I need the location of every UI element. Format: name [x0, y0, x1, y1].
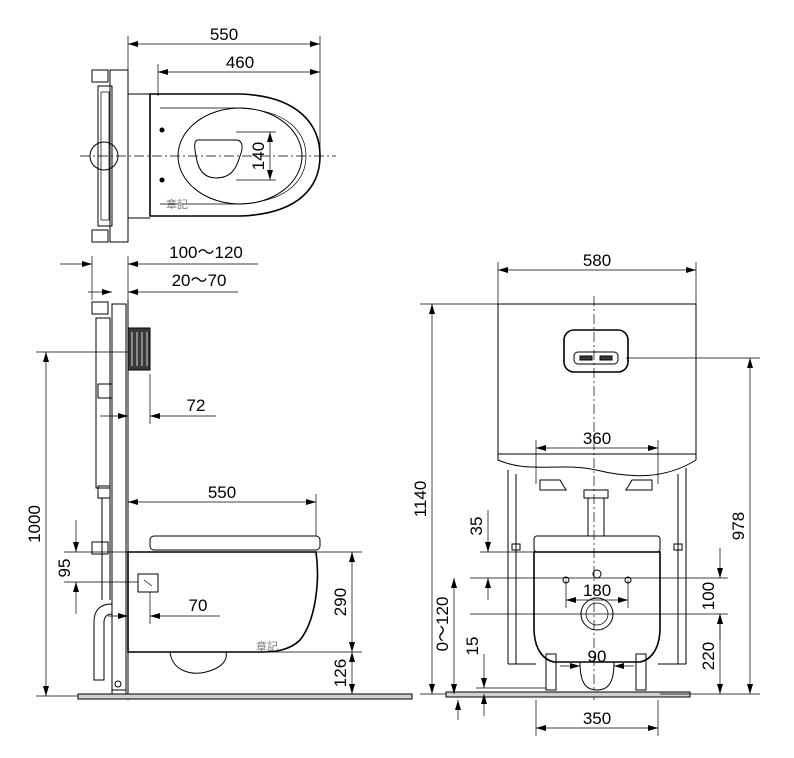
- side-drain-elbow: [93, 603, 113, 681]
- front-frame-wave: [497, 454, 697, 477]
- dim-bowl-projection: 550: [208, 483, 236, 502]
- dim-bowl-depth: 460: [226, 53, 254, 72]
- top-seat-hole: [194, 139, 243, 179]
- dim-flush-plate-offset: 72: [187, 396, 206, 415]
- dim-floor-adjust: 0～120: [433, 597, 452, 652]
- side-frame-post: [111, 303, 127, 695]
- side-view: 100～120 20～70 72 550 1000 95 70 290: [25, 243, 413, 700]
- side-flush-plate: [127, 327, 151, 371]
- dim-outlet-height: 220: [699, 642, 718, 670]
- dim-drain-offset: 70: [189, 596, 208, 615]
- front-flush-plate: [563, 329, 629, 373]
- side-floor: [77, 693, 413, 700]
- side-bowl-outlet: [169, 651, 227, 674]
- side-cistern: [95, 317, 111, 489]
- dim-outlet-height: 126: [331, 659, 350, 687]
- front-bracket-left: [539, 479, 567, 491]
- top-view: 550 460 140 章記: [80, 25, 336, 243]
- dim-frame-height: 1000: [25, 505, 44, 543]
- side-bracket-top: [91, 301, 109, 315]
- dim-overall-depth: 550: [210, 25, 238, 44]
- dim-frame-depth: 100～120: [169, 243, 243, 262]
- dim-outlet-offset: 100: [699, 582, 718, 610]
- side-bowl: [127, 551, 319, 653]
- top-frame-strip: [109, 69, 129, 243]
- side-seat-lid: [149, 535, 321, 551]
- front-foot-left: [545, 653, 557, 691]
- front-outlet-pipe: [579, 661, 615, 691]
- front-floor: [445, 691, 691, 698]
- top-bracket-upper: [91, 69, 109, 83]
- dim-bolt-spacing: 180: [583, 581, 611, 600]
- front-view: 580 1140 360 978 35 180 0～120 15: [411, 251, 760, 736]
- dim-frame-width: 580: [583, 251, 611, 270]
- dim-outlet-width: 90: [588, 647, 607, 666]
- front-seat-lid: [533, 535, 661, 553]
- top-bolt-lower: [159, 177, 165, 183]
- side-watermark: 章記: [256, 639, 278, 653]
- front-bowl: [533, 551, 661, 663]
- dim-fixing-offset: 95: [55, 559, 74, 578]
- side-fixing-block: [137, 573, 159, 593]
- top-bolt-upper: [159, 127, 165, 133]
- dim-front-frame-height: 1140: [411, 481, 430, 518]
- side-bracket-mid: [91, 541, 109, 555]
- dim-bracket-width: 360: [583, 429, 611, 448]
- dim-foot-height: 15: [463, 637, 482, 656]
- dim-pipe-height: 978: [729, 512, 748, 540]
- dim-rim-height: 290: [331, 588, 350, 616]
- dim-bolt-offset: 35: [467, 517, 486, 536]
- top-bracket-lower: [91, 229, 109, 243]
- dim-wall-offset: 20～70: [172, 271, 227, 290]
- dim-foot-spacing: 350: [583, 709, 611, 728]
- front-bracket-right: [625, 479, 653, 491]
- front-frame-panel: [497, 303, 697, 455]
- dim-seat-hole: 140: [249, 142, 268, 170]
- top-watermark: 章記: [166, 197, 188, 211]
- front-foot-right: [635, 653, 647, 691]
